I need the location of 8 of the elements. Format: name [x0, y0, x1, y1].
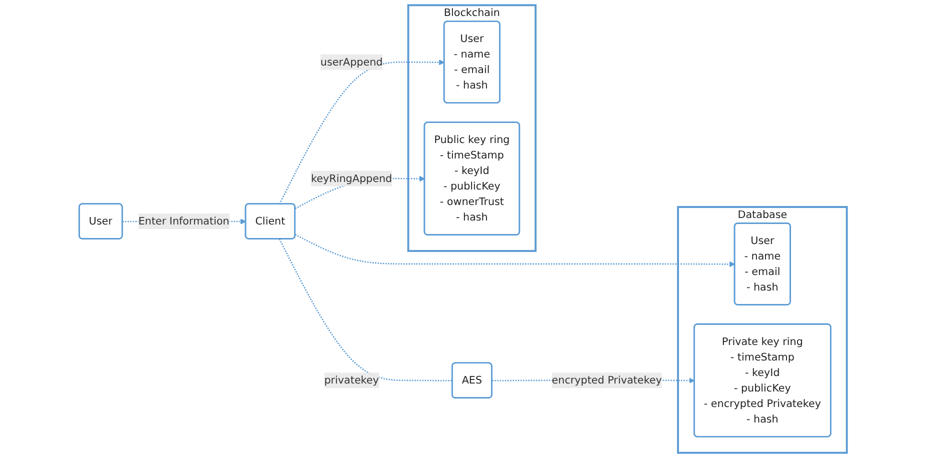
- edge-label: userAppend: [320, 56, 383, 68]
- arrow: [278, 60, 445, 204]
- arrow: [294, 234, 736, 268]
- edge-label: keyRingAppend: [311, 172, 392, 184]
- edge-label: encrypted Privatekey: [552, 374, 662, 386]
- edge-label: Enter Information: [138, 214, 230, 228]
- connector: [278, 238, 452, 382]
- edge-label: privatekey: [324, 374, 379, 386]
